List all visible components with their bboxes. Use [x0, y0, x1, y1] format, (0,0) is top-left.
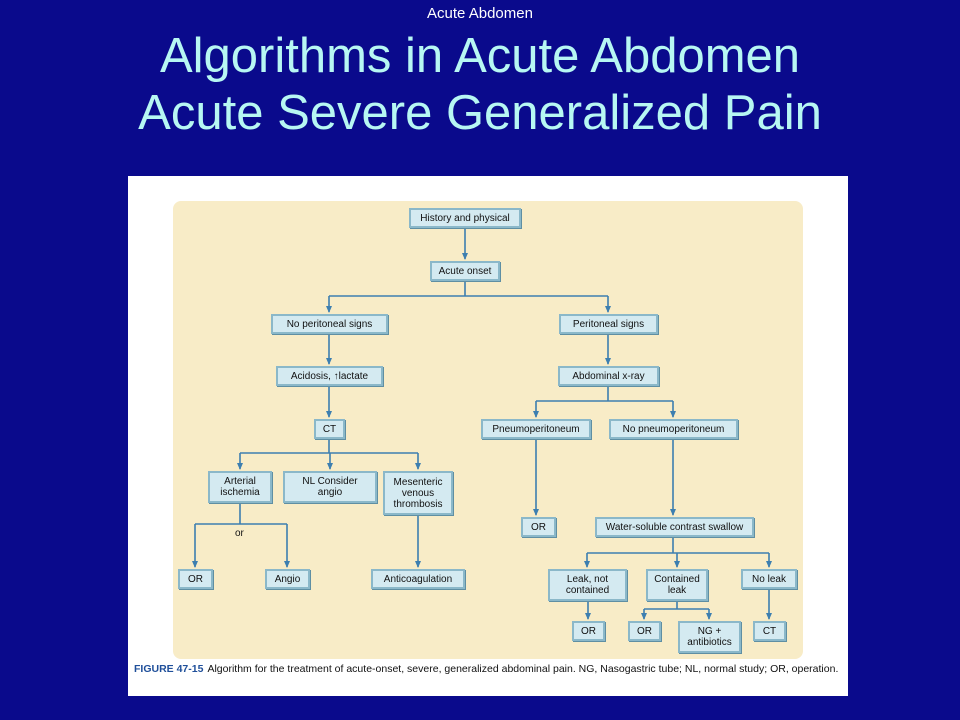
- node-nl-consider-angio: NL Consider angio: [283, 471, 377, 503]
- node-or: OR: [521, 517, 556, 537]
- figure-caption-text: Algorithm for the treatment of acute-ons…: [207, 663, 839, 675]
- node-water-soluble-contrast: Water-soluble contrast swallow: [595, 517, 754, 537]
- node-pneumoperitoneum: Pneumoperitoneum: [481, 419, 591, 439]
- node-no-peritoneal-signs: No peritoneal signs: [271, 314, 388, 334]
- node-no-leak: No leak: [741, 569, 797, 589]
- node-or: OR: [628, 621, 661, 641]
- flowchart-panel: History and physical Acute onset No peri…: [173, 201, 803, 659]
- node-contained-leak: Contained leak: [646, 569, 708, 601]
- node-acidosis-lactate: Acidosis, ↑lactate: [276, 366, 383, 386]
- node-history-physical: History and physical: [409, 208, 521, 228]
- node-anticoagulation: Anticoagulation: [371, 569, 465, 589]
- node-or: OR: [178, 569, 213, 589]
- header-small-title: Acute Abdomen: [427, 5, 533, 22]
- node-acute-onset: Acute onset: [430, 261, 500, 281]
- slide-title-line-1: Algorithms in Acute Abdomen: [159, 29, 801, 83]
- node-arterial-ischemia: Arterial ischemia: [208, 471, 272, 503]
- node-leak-not-contained: Leak, not contained: [548, 569, 627, 601]
- or-connector-label: or: [235, 528, 244, 539]
- flowchart-arrows: [192, 228, 772, 620]
- slide-title: Algorithms in Acute Abdomen Acute Severe…: [0, 28, 960, 142]
- node-or: OR: [572, 621, 605, 641]
- node-angio: Angio: [265, 569, 310, 589]
- node-ct: CT: [314, 419, 345, 439]
- slide-title-line-2: Acute Severe Generalized Pain: [138, 86, 822, 140]
- figure-label: FIGURE 47-15: [134, 663, 204, 675]
- node-peritoneal-signs: Peritoneal signs: [559, 314, 658, 334]
- node-ng-antibiotics: NG + antibiotics: [678, 621, 741, 653]
- node-mesenteric-venous-thrombosis: Mesenteric venous thrombosis: [383, 471, 453, 515]
- node-abdominal-xray: Abdominal x-ray: [558, 366, 659, 386]
- node-no-pneumoperitoneum: No pneumoperitoneum: [609, 419, 738, 439]
- node-ct: CT: [753, 621, 786, 641]
- figure-image: History and physical Acute onset No peri…: [128, 176, 848, 696]
